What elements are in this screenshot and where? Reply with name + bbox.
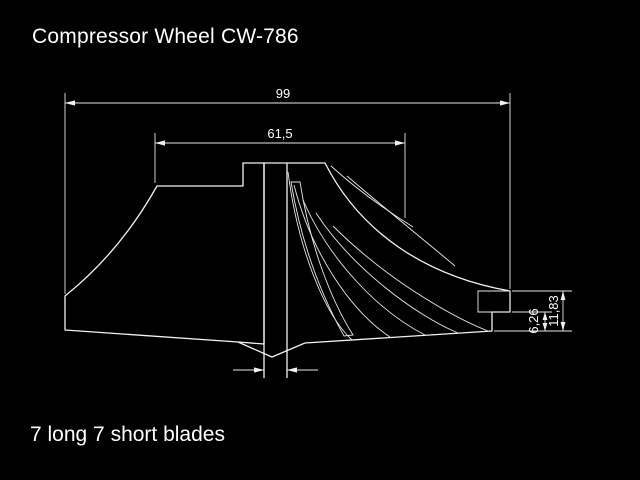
shroud-contour xyxy=(304,162,511,344)
blade-count-note: 7 long 7 short blades xyxy=(30,423,225,446)
page-title: Compressor Wheel CW-786 xyxy=(32,25,299,48)
dim-hub-length: 61,5 xyxy=(154,126,406,218)
hub-section-hatched xyxy=(64,162,265,345)
blade-edges xyxy=(293,165,489,338)
nose-cone-edge xyxy=(237,341,306,358)
hub-contour xyxy=(287,171,353,341)
rim-section-hatched xyxy=(477,290,511,313)
part-section xyxy=(64,162,511,378)
dim-label-overall-length: 99 xyxy=(276,86,290,101)
dim-tip-heights: 6,26 11,83 xyxy=(494,290,572,334)
dim-overall-length: 99 xyxy=(64,86,511,294)
dim-bore xyxy=(233,367,318,373)
dim-label-tip-step-height: 6,26 xyxy=(526,308,541,333)
dim-label-tip-height: 11,83 xyxy=(546,295,561,327)
blade-section-hatched xyxy=(290,181,354,337)
dim-label-hub-length: 61,5 xyxy=(267,126,292,141)
